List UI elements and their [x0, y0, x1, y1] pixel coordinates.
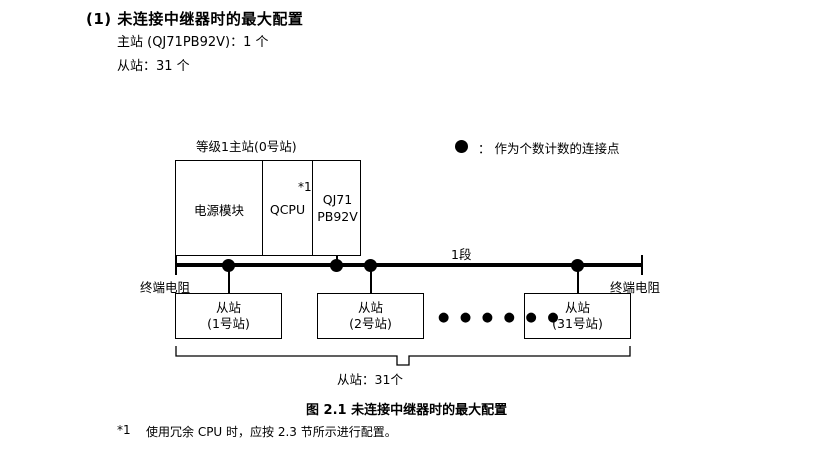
power-module-cell: 电源模块: [193, 202, 244, 218]
network-module-label-line2: PB92V: [317, 209, 358, 224]
filled-circle-icon: [455, 140, 468, 153]
slave-station-box: 从站 (1号站): [175, 293, 282, 339]
master-station-caption: 等级1主站(0号站): [196, 139, 297, 154]
slave-31-drop-line: [577, 265, 579, 293]
slave-station-box: 从站 (31号站): [524, 293, 631, 339]
connection-point-icon: [571, 259, 584, 272]
slave-name: 从站: [357, 299, 383, 315]
terminator-left-bar: [175, 255, 177, 275]
page-title: (1) 未连接中继器时的最大配置: [86, 10, 304, 28]
terminator-left-label: 终端电阻: [140, 280, 191, 295]
master-count-line: 主站 (QJ71PB92V)：1 个: [117, 35, 269, 50]
ellipsis-dots: ● ● ● ● ● ●: [438, 310, 562, 325]
connection-point-icon: [364, 259, 377, 272]
slave-count-line: 从站：31 个: [117, 59, 190, 74]
slave-station-box: 从站 (2号站): [317, 293, 424, 339]
master-module-box: 电源模块 QCPU QJ71 PB92V: [175, 160, 361, 256]
qcpu-cell: QCPU: [269, 201, 306, 217]
connection-point-icon: [222, 259, 235, 272]
legend-label: ： 作为个数计数的连接点: [478, 141, 620, 156]
module-divider: [262, 161, 263, 255]
footnote-text: 使用冗余 CPU 时，应按 2.3 节所示进行配置。: [146, 425, 397, 439]
slave-group-label: 从站：31个: [337, 372, 403, 387]
module-divider: [312, 161, 313, 255]
figure-caption: 图 2.1 未连接中继器时的最大配置: [306, 403, 508, 418]
trunk-bus-line: [175, 263, 643, 267]
footnote-mark: *1: [117, 423, 131, 437]
slave-station-number: (31号站): [552, 316, 603, 331]
slave-2-drop-line: [370, 265, 372, 293]
slave-1-drop-line: [228, 265, 230, 293]
slave-name: 从站: [215, 299, 241, 315]
footnote-reference-marker: *1: [298, 180, 312, 194]
network-module-cell: QJ71 PB92V: [313, 161, 362, 257]
terminator-right-bar: [641, 255, 643, 275]
connection-point-icon: [330, 259, 343, 272]
slave-name: 从站: [564, 299, 590, 315]
slave-station-number: (1号站): [207, 316, 250, 331]
terminator-right-label: 终端电阻: [610, 280, 661, 295]
slave-station-number: (2号站): [349, 316, 392, 331]
slave-group-brace: [175, 345, 631, 367]
segment-label: 1段: [451, 247, 472, 262]
network-module-label-line1: QJ71: [322, 192, 353, 208]
